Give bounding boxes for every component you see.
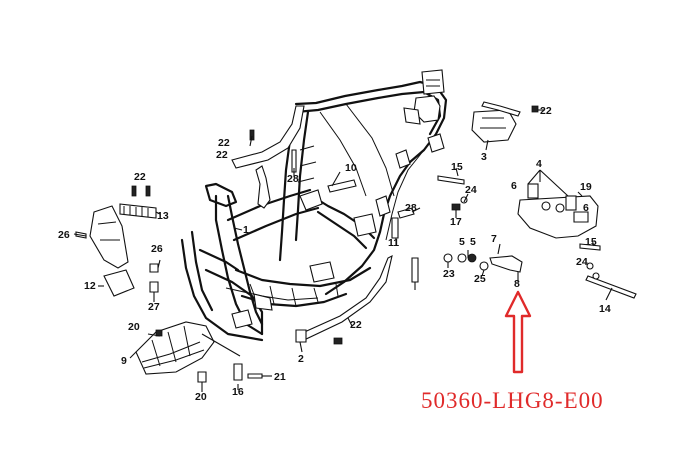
part-22-lower-bolt — [333, 337, 343, 345]
part-15-bolt-left — [437, 175, 465, 185]
callout-11: 11 — [388, 237, 399, 249]
part-11-bolt — [391, 217, 399, 239]
callout-21: 21 — [274, 371, 286, 383]
part-22-bolt-b — [145, 185, 151, 197]
rear-hook-tube — [255, 165, 271, 209]
callout-15-right: 15 — [585, 236, 597, 248]
part-24-washer-right — [586, 262, 594, 270]
callout-17: 17 — [450, 216, 462, 228]
part-26-small-bolt — [149, 263, 159, 273]
callout-7: 7 — [491, 233, 497, 245]
callout-22-top: 22 — [218, 137, 230, 149]
part-17-nut — [451, 203, 461, 211]
callout-5-left: 5 — [459, 236, 465, 248]
callout-13: 13 — [157, 210, 169, 222]
part-14-long-bolt — [585, 275, 637, 299]
callout-6-right: 6 — [583, 202, 589, 214]
part-22-brake-rod — [299, 254, 393, 341]
callout-22-rod: 22 — [350, 319, 362, 331]
part-12-mount — [103, 269, 135, 297]
callout-20-top: 20 — [128, 321, 140, 333]
callout-5-right: 5 — [470, 236, 476, 248]
callout-3: 3 — [481, 151, 487, 163]
callout-24-left: 24 — [465, 184, 477, 196]
part-22-bolt-c — [249, 129, 255, 141]
handle-tube — [231, 105, 305, 169]
part-19-collar-b — [555, 203, 565, 213]
callout-25: 25 — [474, 273, 486, 285]
part-6-bush-left — [527, 183, 539, 199]
part-22-bolt-a — [131, 185, 137, 197]
callout-14: 14 — [599, 303, 611, 315]
callout-23: 23 — [443, 268, 455, 280]
callout-28-right: 28 — [405, 202, 417, 214]
part-3-bracket — [471, 109, 517, 143]
callout-22-tube: 22 — [216, 149, 228, 161]
callout-26-left: 26 — [58, 229, 70, 241]
part-13-bracket — [119, 203, 157, 219]
callout-24-right: 24 — [576, 256, 588, 268]
part-2-rod-end — [295, 329, 307, 343]
part-28-bolt — [291, 149, 297, 173]
part-14-bolt-head — [592, 272, 600, 280]
callout-6-left: 6 — [511, 180, 517, 192]
callout-10: 10 — [345, 162, 357, 174]
part-10-bolt — [327, 179, 357, 193]
callout-15-left: 15 — [451, 161, 463, 173]
callout-26-bolt: 26 — [151, 243, 163, 255]
main-frame — [180, 69, 448, 342]
callout-12: 12 — [84, 280, 96, 292]
part-4-engine-hanger — [517, 195, 599, 239]
part-6-bush-lower — [573, 211, 589, 223]
part-7-link — [489, 255, 523, 273]
callout-9: 9 — [121, 355, 127, 367]
callout-19: 19 — [580, 181, 592, 193]
callout-2: 2 — [298, 353, 304, 365]
part-20-screw-top — [155, 329, 163, 337]
leader-lines — [73, 109, 613, 392]
part-26-bracket — [89, 205, 129, 269]
part-21-screw — [247, 373, 263, 379]
part-19-collar — [541, 201, 551, 211]
callout-16: 16 — [232, 386, 244, 398]
part-28-bolt-right — [397, 207, 415, 219]
part-16-clip — [233, 363, 243, 381]
part-5-nut-a — [457, 253, 467, 263]
part-27-small-bolt — [149, 281, 159, 293]
callout-27: 27 — [148, 301, 160, 313]
part-22-bolt-d — [531, 105, 539, 113]
callout-4: 4 — [536, 158, 542, 170]
callout-20-bottom: 20 — [195, 391, 207, 403]
part-20-screw-bottom — [197, 371, 207, 383]
part-25-washer — [479, 261, 489, 271]
callout-22-right: 22 — [540, 105, 552, 117]
part-number-label: 50360-LHG8-E00 — [421, 388, 604, 413]
callout-1: 1 — [243, 224, 249, 236]
part-6-bush-right — [565, 195, 577, 211]
highlight-arrow — [504, 290, 532, 374]
callout-8: 8 — [514, 278, 520, 290]
part-3-bolt — [481, 101, 521, 117]
part-18-pin — [411, 257, 419, 283]
part-9-under-cover — [135, 321, 215, 375]
part-5-nut-b — [467, 253, 477, 263]
callout-22-left: 22 — [134, 171, 146, 183]
callout-28-left: 28 — [287, 173, 299, 185]
callout-labels: 1 2 3 4 5 5 6 6 7 8 9 10 11 12 13 14 15 … — [58, 105, 611, 403]
part-23-washer — [443, 253, 453, 263]
